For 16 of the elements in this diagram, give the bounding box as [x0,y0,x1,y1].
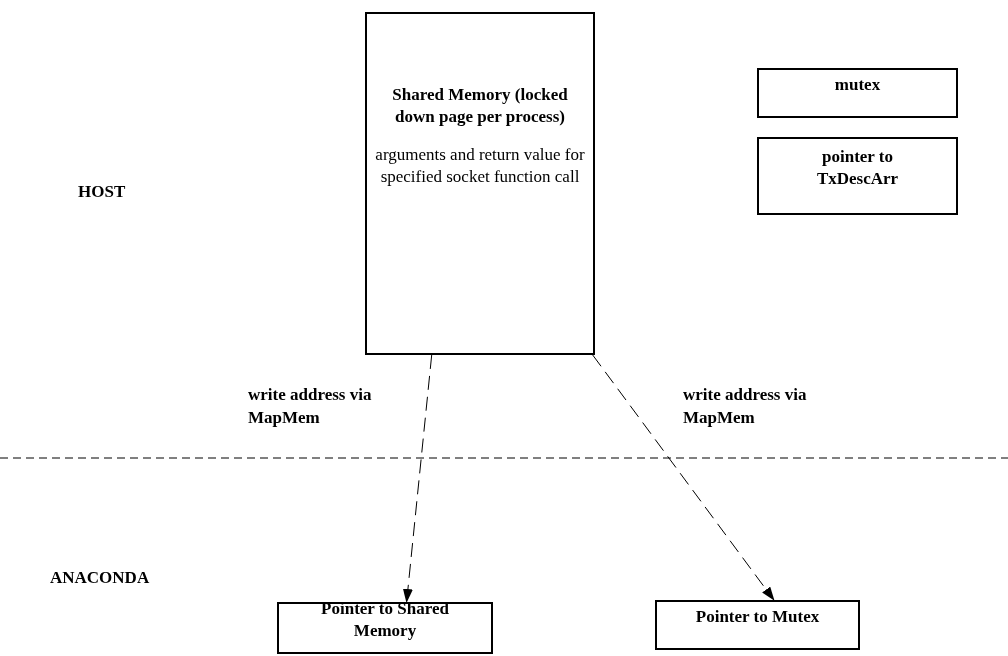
process-box [757,137,958,215]
edge-label: write address via MapMem [248,384,373,429]
region-label: HOST [78,181,126,203]
process-box [365,12,595,355]
box-heading: mutex [833,73,882,96]
process-box [277,602,493,654]
box-heading: Shared Memory (locked down page per process) [391,84,569,129]
process-box [757,68,958,118]
edge-label: write address via MapMem [683,384,808,429]
region-label: ANACONDA [50,567,150,589]
box-heading: pointer to TxDescArr [815,145,900,190]
box-body: arguments and return value for specified socket function call [375,144,585,189]
process-box [655,600,860,650]
box-heading: Pointer to Mutex [694,605,821,628]
dashed-arrow [402,354,433,603]
dashed-arrow [592,354,775,601]
